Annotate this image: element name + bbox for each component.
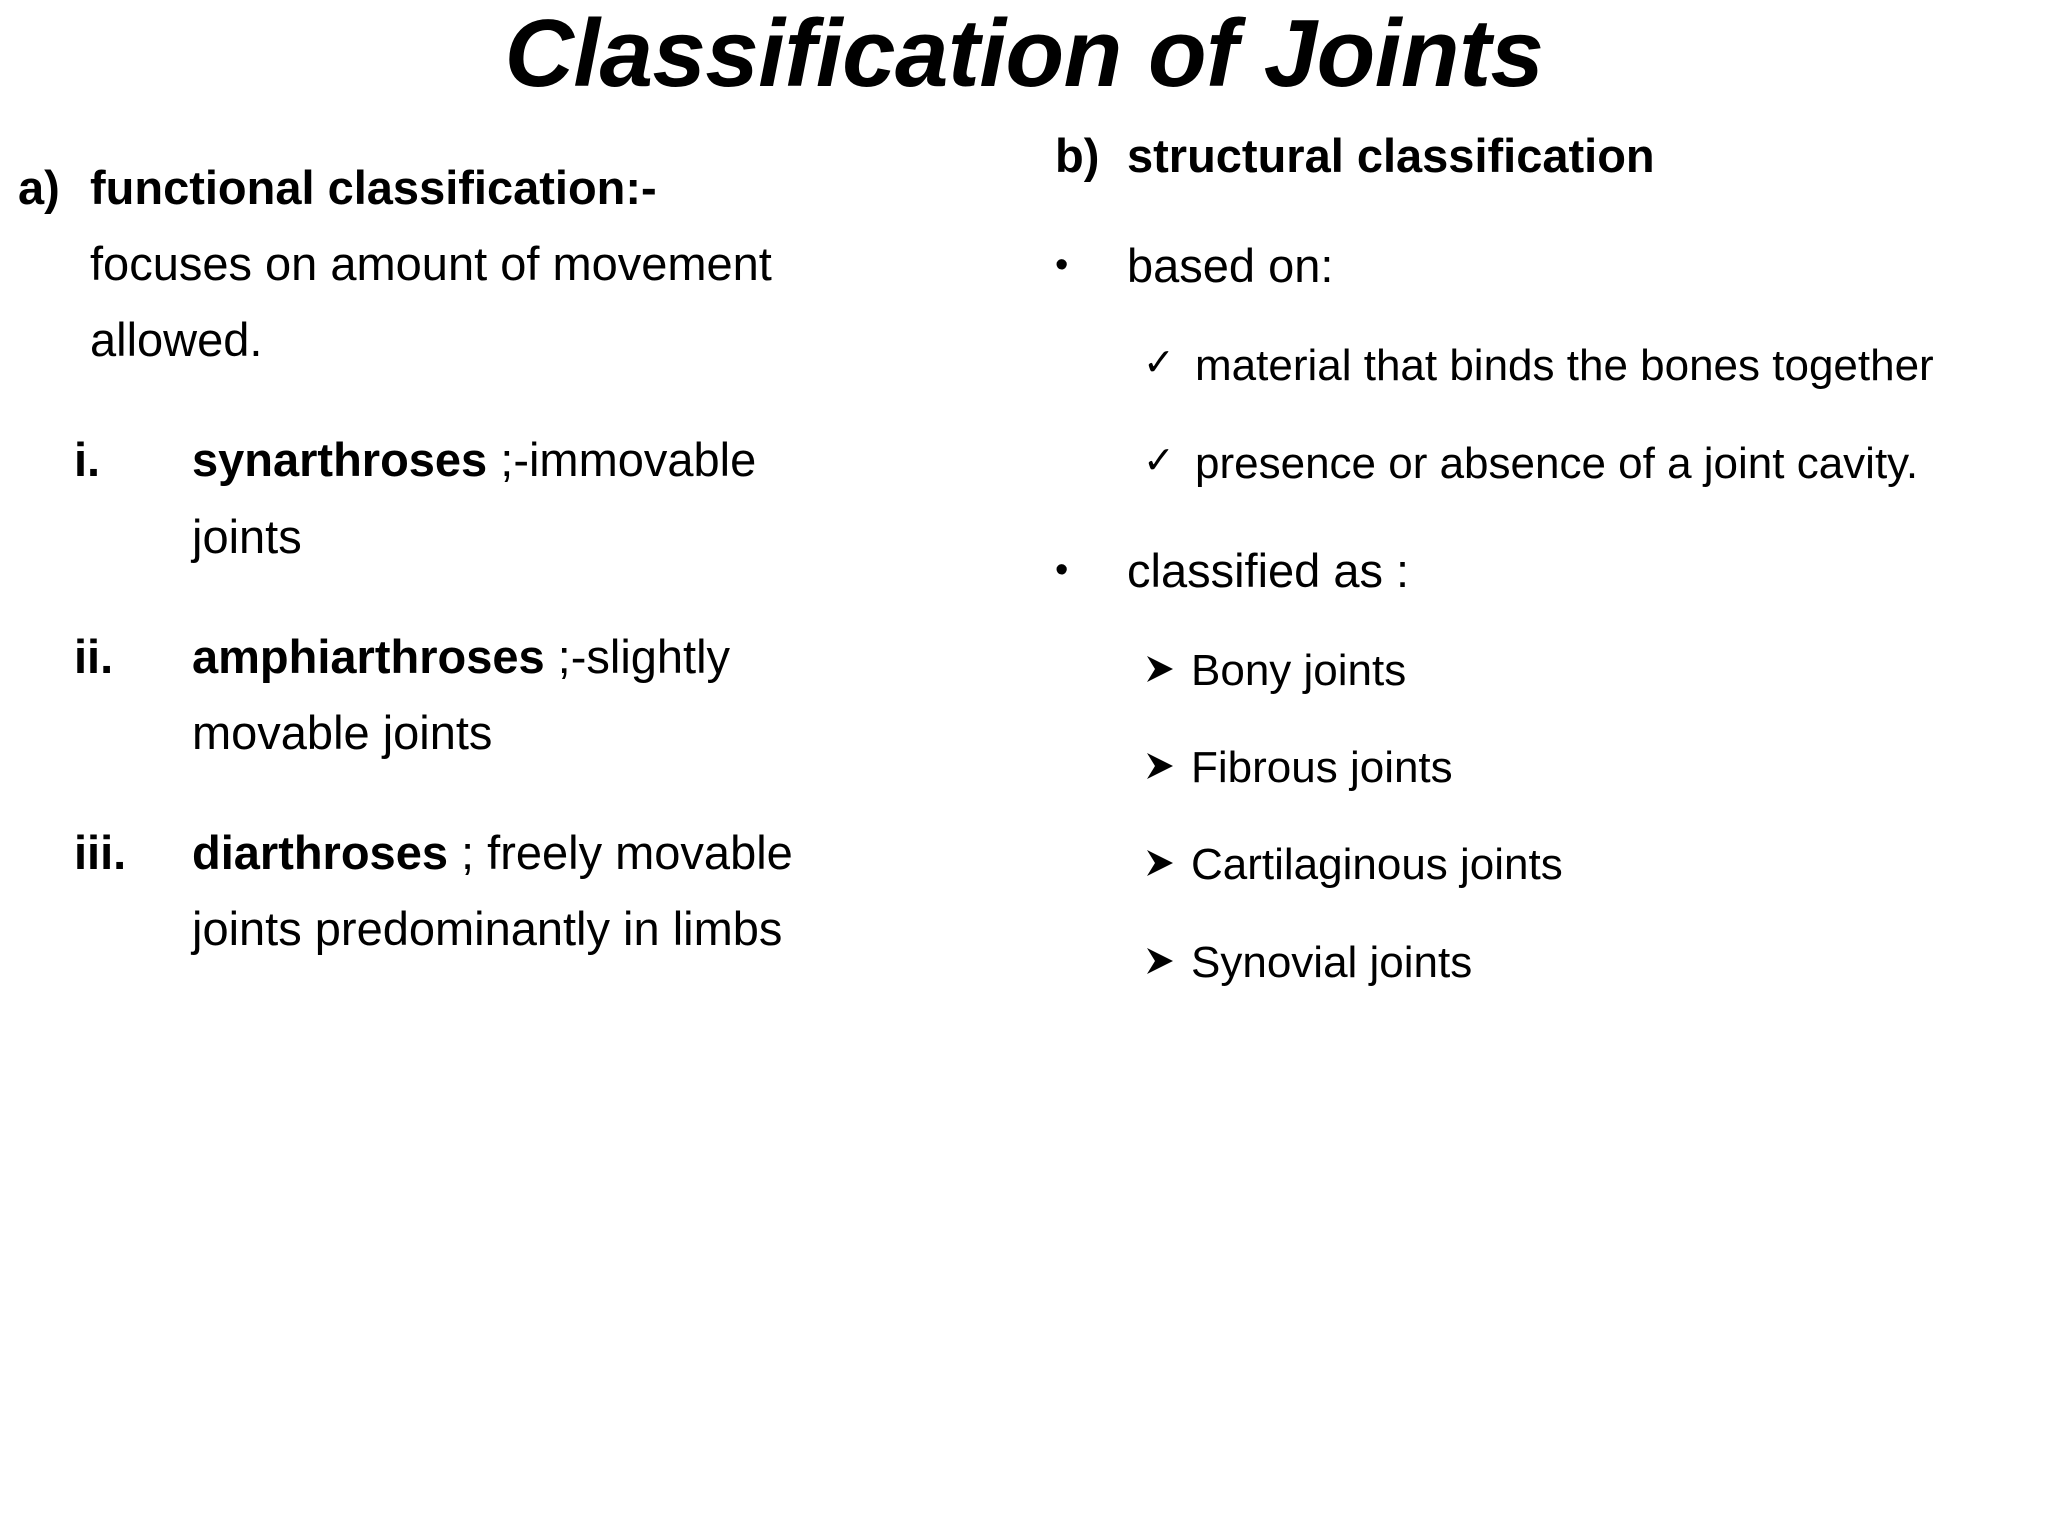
- functional-classification-rest: focuses on amount of movement allowed.: [90, 237, 772, 367]
- diarthroses-definition: ; freely movable joints predominantly in…: [192, 825, 793, 955]
- left-column: a) functional classification:- focuses on…: [18, 150, 818, 967]
- diarthroses-term: diarthroses: [192, 825, 448, 879]
- list-marker-ii: ii.: [74, 629, 114, 683]
- list-marker-b: b): [1055, 129, 1100, 182]
- list-item-cartilaginous-joints: Cartilaginous joints: [1143, 829, 2035, 900]
- diarthroses-text: diarthroses ; freely movable joints pred…: [192, 815, 818, 967]
- arrowhead-icon: [1143, 635, 1191, 703]
- fibrous-joints-label: Fibrous joints: [1191, 743, 1453, 793]
- list-marker-i: i.: [74, 433, 101, 487]
- synarthroses-text: synarthroses ;-immovable joints: [192, 422, 818, 574]
- list-item-classified-as: • classified as :: [1055, 533, 2035, 609]
- list-item-joint-cavity: ✓ presence or absence of a joint cavity.: [1143, 428, 2035, 499]
- list-item-diarthroses: iii. diarthroses ; freely movable joints…: [18, 815, 818, 967]
- amphiarthroses-term: amphiarthroses: [192, 629, 545, 683]
- based-on-label: based on:: [1127, 239, 1334, 293]
- list-item-synovial-joints: Synovial joints: [1143, 927, 2035, 998]
- list-item-binding-material: ✓ material that binds the bones together: [1143, 330, 2035, 401]
- arrowhead-icon: [1143, 927, 1191, 995]
- bullet-dot-icon: •: [1055, 548, 1069, 591]
- binding-material-text: material that binds the bones together: [1195, 341, 1934, 391]
- list-marker-iii: iii.: [74, 825, 127, 879]
- list-item-bony-joints: Bony joints: [1143, 635, 2035, 706]
- list-item-based-on: • based on:: [1055, 228, 2035, 304]
- bullet-dot-icon: •: [1055, 244, 1069, 287]
- synarthroses-term: synarthroses: [192, 433, 488, 487]
- functional-classification-heading: a) functional classification:- focuses on…: [18, 150, 818, 378]
- check-icon: ✓: [1143, 439, 1175, 482]
- page-title: Classification of Joints: [504, 0, 1544, 107]
- right-column: b) structural classification • based on:…: [1055, 118, 2035, 998]
- structural-classification-heading: b) structural classification: [1055, 118, 2035, 194]
- structural-classification-label: structural classification: [1127, 129, 1655, 182]
- classified-as-label: classified as :: [1127, 543, 1410, 597]
- list-item-synarthroses: i. synarthroses ;-immovable joints: [18, 422, 818, 574]
- arrowhead-icon: [1143, 732, 1191, 800]
- bony-joints-label: Bony joints: [1191, 645, 1407, 695]
- functional-classification-text: functional classification:- focuses on am…: [90, 150, 818, 378]
- joint-cavity-text: presence or absence of a joint cavity.: [1195, 438, 1919, 488]
- list-item-fibrous-joints: Fibrous joints: [1143, 732, 2035, 803]
- list-item-amphiarthroses: ii. amphiarthroses ;-slightly movable jo…: [18, 619, 818, 771]
- synovial-joints-label: Synovial joints: [1191, 937, 1473, 987]
- amphiarthroses-definition: ;-slightly movable joints: [192, 629, 731, 759]
- arrowhead-icon: [1143, 829, 1191, 897]
- amphiarthroses-text: amphiarthroses ;-slightly movable joints: [192, 619, 818, 771]
- list-marker-a: a): [18, 161, 60, 214]
- check-icon: ✓: [1143, 342, 1175, 385]
- synarthroses-definition: ;-immovable joints: [192, 433, 757, 563]
- functional-classification-bold: functional classification:-: [90, 161, 657, 214]
- cartilaginous-joints-label: Cartilaginous joints: [1191, 840, 1563, 890]
